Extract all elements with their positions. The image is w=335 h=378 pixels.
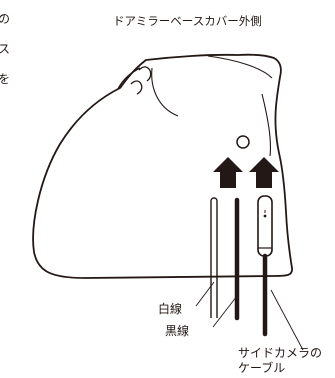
- clipped-text-1: の: [0, 12, 11, 26]
- camera-cable-pin: [263, 214, 267, 218]
- housing-tab-lower: [130, 80, 143, 95]
- housing-right-contour: [261, 93, 272, 157]
- housing-inner-curve: [151, 67, 179, 117]
- housing-top-ridge: [207, 55, 273, 79]
- camera-cable-leader: [270, 289, 304, 351]
- clipped-text-3: を: [0, 72, 11, 86]
- insertion-arrow-icon: [249, 157, 279, 188]
- upper-housing-line: [117, 67, 141, 90]
- housing-tab-upper: [138, 66, 152, 82]
- base-cover-outline: [32, 53, 293, 279]
- camera-cable-label-line1: サイドカメラの: [238, 346, 323, 360]
- black-wire-leader: [212, 295, 238, 328]
- mounting-hole: [236, 135, 250, 149]
- camera-cable-label-line2: ケーブル: [238, 361, 286, 375]
- diagram-title: ドアミラーベースカバー外側: [113, 14, 262, 28]
- white-wire-label: 白線: [158, 302, 183, 316]
- insertion-arrow-icon: [213, 157, 243, 188]
- white-wire-leader: [195, 281, 215, 307]
- white-wire: [210, 197, 218, 318]
- black-wire-label: 黒線: [165, 324, 190, 338]
- camera-cable-connector: [257, 195, 273, 257]
- clipped-text-2: ス: [0, 42, 11, 56]
